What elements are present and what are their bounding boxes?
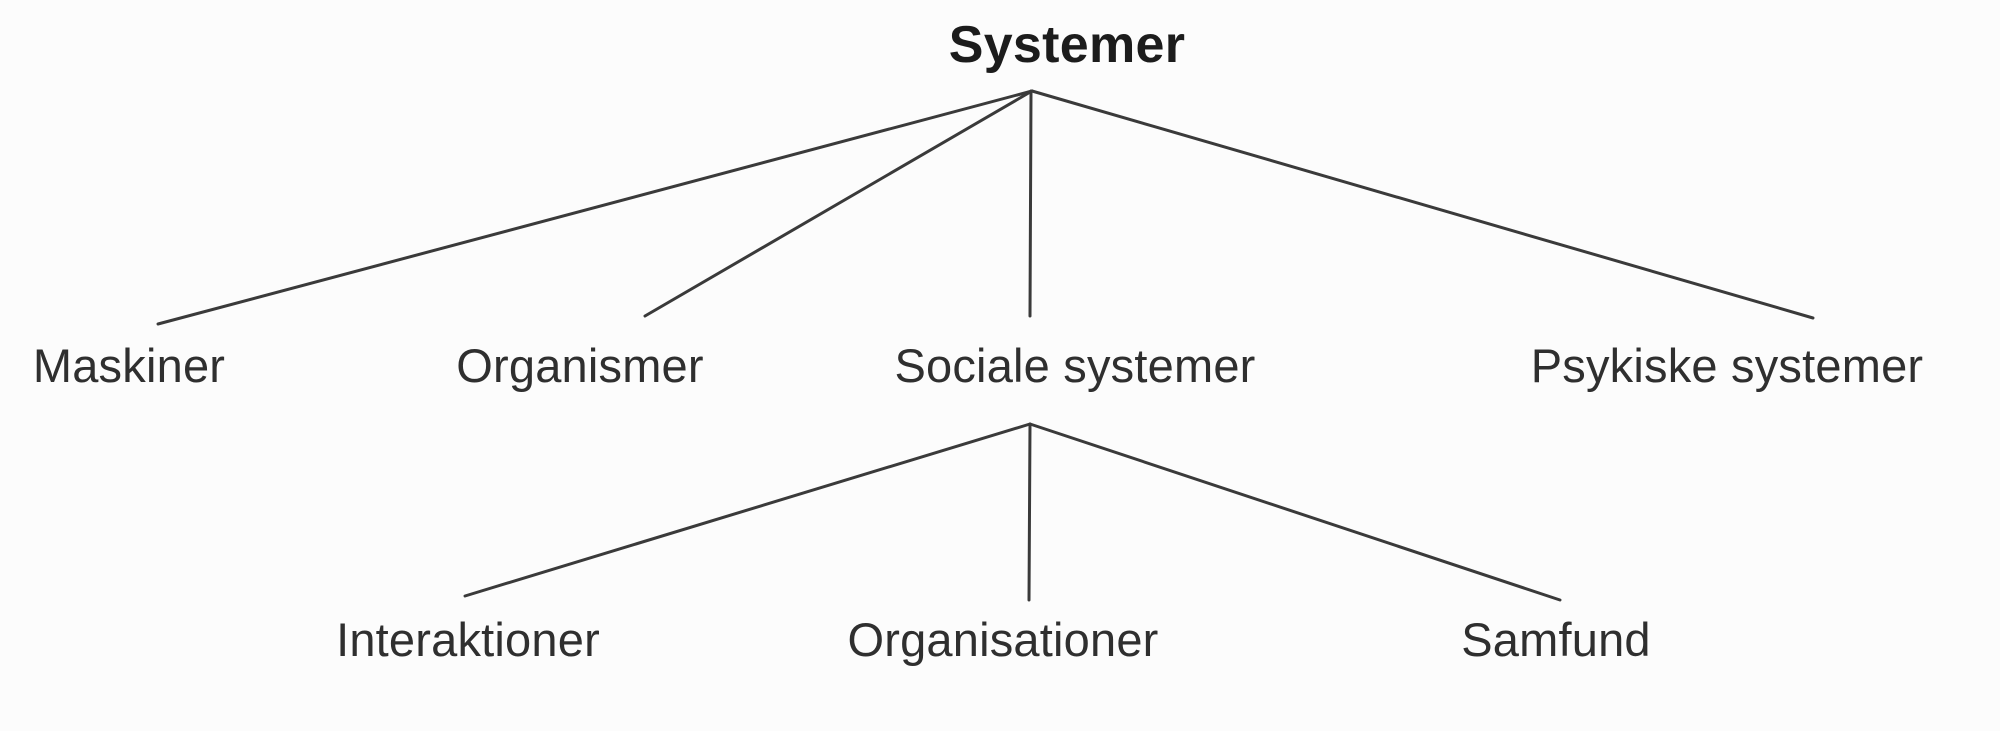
edge-sociale-samfund — [1028, 422, 1562, 602]
node-organisationer: Organisationer — [847, 613, 1159, 666]
edge-root-sociale — [1028, 89, 1033, 318]
node-sociale-systemer: Sociale systemer — [894, 339, 1256, 392]
node-samfund: Samfund — [1461, 613, 1651, 666]
node-organismer: Organismer — [456, 339, 704, 392]
node-systemer: Systemer — [948, 16, 1186, 74]
edge-sociale-organisationer — [1027, 422, 1032, 602]
edge-root-psykiske — [1030, 89, 1815, 320]
node-interaktioner: Interaktioner — [336, 613, 600, 666]
node-psykiske-systemer: Psykiske systemer — [1530, 339, 1924, 392]
edge-root-maskiner — [156, 89, 1034, 326]
edge-sociale-interaktioner — [463, 422, 1032, 598]
edge-root-organismer — [643, 89, 1034, 318]
node-maskiner: Maskiner — [32, 339, 226, 392]
